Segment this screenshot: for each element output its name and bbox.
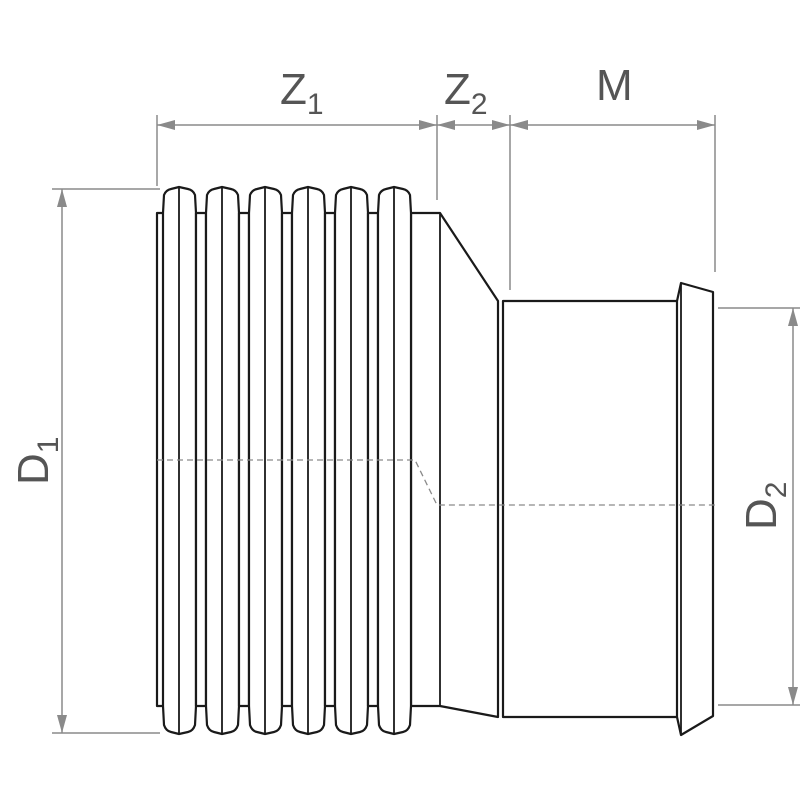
centerline bbox=[157, 459, 715, 506]
label-d2: D2 bbox=[737, 482, 793, 530]
label-z1: Z1 bbox=[280, 65, 324, 121]
dimension-lines bbox=[57, 120, 798, 733]
pipe-body bbox=[155, 185, 715, 737]
label-m: M bbox=[596, 61, 633, 110]
label-z2: Z2 bbox=[444, 65, 488, 121]
label-d1: D1 bbox=[9, 437, 65, 485]
extension-lines bbox=[52, 115, 800, 734]
